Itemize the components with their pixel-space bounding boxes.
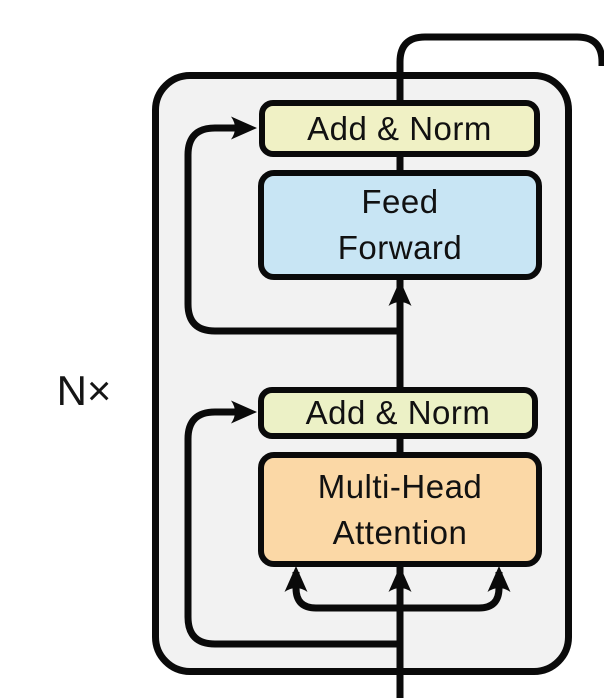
multi-head-attention-label-line1: Multi-Head xyxy=(317,467,483,505)
feed-forward-block: Feed Forward xyxy=(258,170,542,280)
multi-head-attention-block: Multi-Head Attention xyxy=(258,452,542,567)
qkv-branch-wire xyxy=(292,572,503,612)
main-data-path-wire xyxy=(396,33,604,698)
feed-forward-label-line1: Feed xyxy=(361,183,439,220)
arrow-into-add-norm-bottom-icon xyxy=(231,400,257,424)
arrow-into-feed-forward-icon xyxy=(388,280,412,306)
arrow-into-add-norm-top-icon xyxy=(231,116,257,140)
add-norm-top-label: Add & Norm xyxy=(307,109,492,147)
arrow-into-attention-right-icon xyxy=(487,566,511,592)
add-norm-block-bottom: Add & Norm xyxy=(258,387,538,439)
arrow-into-attention-left-icon xyxy=(284,566,308,592)
residual-wire-attention xyxy=(184,408,400,648)
arrow-into-attention-center-icon xyxy=(388,566,412,592)
add-norm-block-top: Add & Norm xyxy=(259,100,540,157)
residual-wire-feed-forward xyxy=(184,124,400,335)
add-norm-bottom-label: Add & Norm xyxy=(305,394,491,431)
multi-head-attention-label-line2: Attention xyxy=(332,513,468,551)
feed-forward-label-line2: Forward xyxy=(337,229,463,266)
repeat-count-label: N× xyxy=(56,367,112,414)
